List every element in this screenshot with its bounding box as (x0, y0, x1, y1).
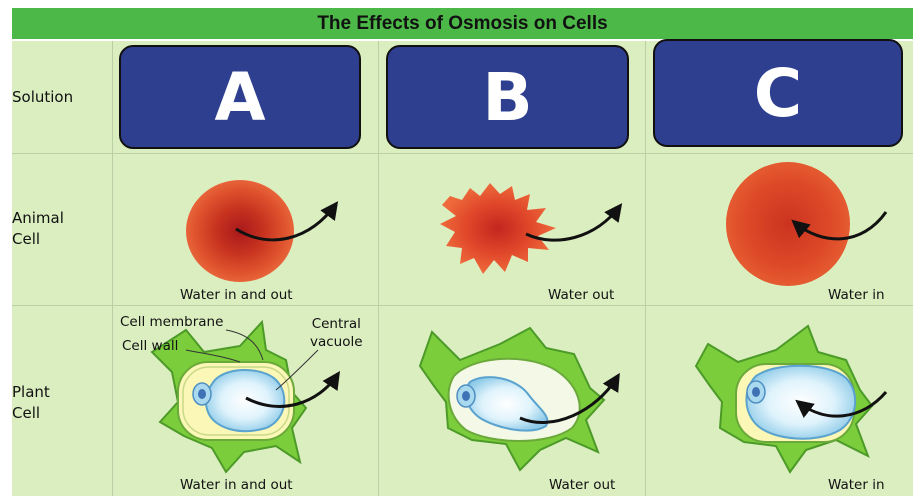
plant-arrow-b (519, 372, 620, 424)
solution-letter-a: A (214, 58, 266, 136)
animal-caption-c: Water in (828, 287, 885, 303)
animal-cell-c (726, 162, 850, 286)
animal-caption-b: Water out (548, 287, 615, 303)
label-cell-membrane: Cell membrane (120, 314, 224, 330)
row-divider (12, 305, 913, 306)
row-label-plant-cell: Plant Cell (12, 382, 108, 424)
solution-box-a: A (119, 45, 361, 149)
leader-cell-membrane (225, 329, 264, 361)
solution-letter-c: C (753, 54, 803, 132)
title-bar: The Effects of Osmosis on Cells (12, 8, 913, 39)
animal-arrow-b (525, 203, 623, 242)
row-label-animal-line2: Cell (12, 230, 41, 248)
row-label-solution-text: Solution (12, 88, 74, 106)
column-divider (645, 41, 646, 496)
label-central-line1: Central (311, 316, 361, 332)
plant-cell-b (418, 326, 606, 472)
column-divider (378, 41, 379, 496)
plant-caption-c: Water in (828, 477, 885, 493)
row-label-animal-cell: Animal Cell (12, 208, 108, 250)
label-central-line2: vacuole (310, 334, 363, 350)
animal-arrow-c (791, 211, 888, 241)
animal-cell-b (440, 183, 556, 274)
solution-box-b: B (386, 45, 629, 149)
row-divider (12, 153, 913, 154)
row-label-animal-line1: Animal (12, 209, 64, 227)
animal-caption-a: Water in and out (180, 287, 293, 303)
animal-arrow-a (235, 201, 339, 242)
plant-cell-a (150, 319, 308, 474)
figure-title: The Effects of Osmosis on Cells (317, 12, 608, 34)
solution-box-c: C (653, 39, 903, 147)
column-divider (112, 41, 113, 496)
leader-central-vacuole (275, 349, 319, 391)
row-label-plant-line1: Plant (12, 383, 50, 401)
label-central-vacuole: Central vacuole (310, 315, 363, 351)
plant-arrow-c (795, 391, 888, 418)
label-cell-wall: Cell wall (122, 338, 179, 354)
row-label-plant-line2: Cell (12, 404, 41, 422)
solution-letter-b: B (482, 58, 533, 136)
plant-cell-c (694, 324, 874, 474)
plant-caption-b: Water out (549, 477, 616, 493)
leader-cell-wall (185, 349, 241, 363)
row-label-solution: Solution (12, 87, 108, 108)
plant-caption-a: Water in and out (180, 477, 293, 493)
plant-arrow-a (245, 371, 340, 408)
